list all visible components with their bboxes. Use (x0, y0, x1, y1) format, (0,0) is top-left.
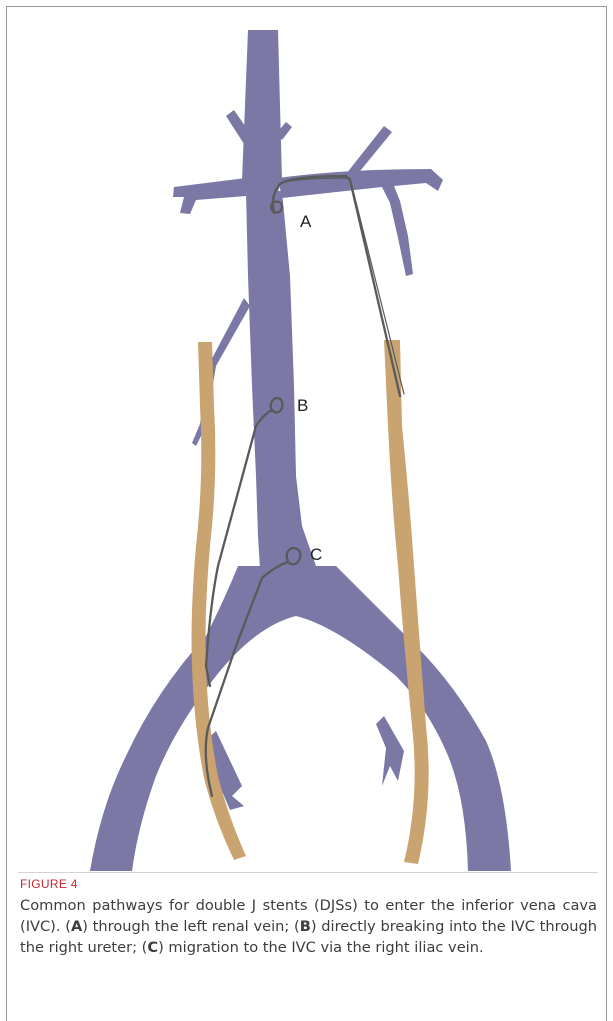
venous-anatomy-illustration: A B C (6, 6, 607, 876)
venous-system (90, 30, 511, 871)
marker-c: C (310, 545, 322, 564)
ivc-mid (246, 191, 336, 601)
caption-letter-a: A (71, 918, 82, 935)
double-j-stents (206, 176, 404, 796)
caption-divider (18, 872, 598, 873)
left-ureter (384, 340, 429, 864)
pathway-markers: A B C (297, 212, 322, 564)
caption-text-a: ) through the left renal vein; ( (82, 918, 300, 935)
right-renal-vein (173, 178, 246, 214)
marker-a: A (300, 212, 312, 231)
caption-letter-b: B (300, 918, 311, 935)
left-internal-iliac (376, 716, 404, 786)
figure-label: FIGURE 4 (20, 877, 78, 891)
left-renal-upper-branch (346, 126, 392, 176)
caption-letter-c: C (147, 939, 158, 956)
caption-text-c: ) migration to the IVC via the right ili… (158, 939, 484, 956)
ivc-upper-trunk (242, 30, 282, 191)
figure-caption: Common pathways for double J stents (DJS… (20, 895, 597, 958)
marker-b: B (297, 396, 308, 415)
iliac-bifurcation (90, 566, 511, 871)
